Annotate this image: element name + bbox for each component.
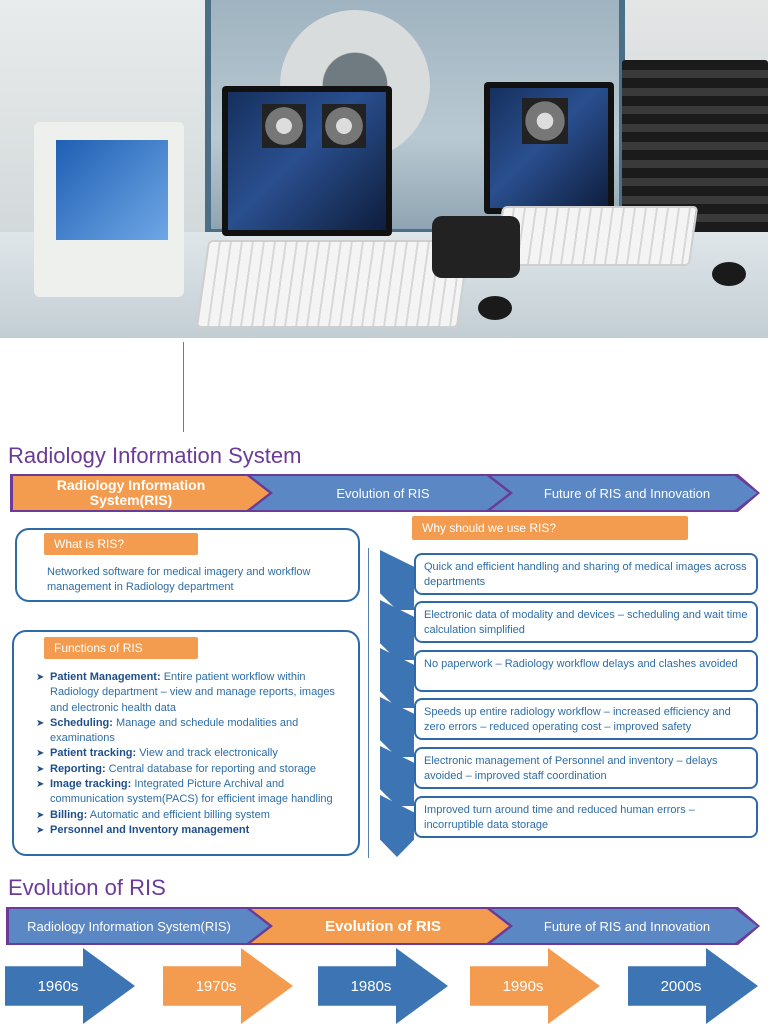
functions-label: Functions of RIS [44,637,198,659]
function-item: ➤Scheduling: Manage and schedule modalit… [36,716,299,745]
hero-mouse-right [712,262,746,286]
timeline-1970s: 1970s [163,948,293,1024]
nav-top-future[interactable]: Future of RIS and Innovation [491,476,757,510]
why-item: Speeds up entire radiology workflow – in… [414,698,758,740]
why-item: Improved turn around time and reduced hu… [414,796,758,838]
section-nav-top: Radiology Information System(RIS) Evolut… [0,474,768,512]
timeline-1990s: 1990s [470,948,600,1024]
hero-file-shelf [622,60,768,235]
nav-top-evolution[interactable]: Evolution of RIS [251,476,509,510]
timeline-1960s: 1960s [5,948,135,1024]
hero-small-monitor [34,122,184,297]
nav-bottom-ris[interactable]: Radiology Information System(RIS) [9,909,269,943]
evolution-title: Evolution of RIS [8,875,166,900]
why-item: Quick and efficient handling and sharing… [414,553,758,595]
hero-divider-line [183,342,184,432]
section-nav-bottom: Radiology Information System(RIS) Evolut… [0,907,768,945]
hero-phone [432,216,520,278]
hero-mouse-center [478,296,512,320]
timeline-2000s: 2000s [628,948,758,1024]
function-item: ➤Billing: Automatic and efficient billin… [36,808,270,821]
function-item: ➤Reporting: Central database for reporti… [36,762,316,775]
page-title: Radiology Information System [8,443,302,468]
hero-keyboard-right [493,206,699,266]
what-is-ris-text: Networked software for medical imagery a… [47,566,311,593]
why-arrow-marker [380,550,414,610]
functions-list: ➤Patient Management: Entire patient work… [36,670,340,838]
column-divider [368,548,369,858]
function-item: ➤Personnel and Inventory management [36,823,250,836]
function-item: ➤Image tracking: Integrated Picture Arch… [36,778,333,806]
why-label: Why should we use RIS? [412,516,688,540]
why-item: No paperwork – Radiology workflow delays… [414,650,758,692]
nav-bottom-future[interactable]: Future of RIS and Innovation [491,909,757,943]
function-item: ➤Patient tracking: View and track electr… [36,747,278,760]
timeline-1980s: 1980s [318,948,448,1024]
function-item: ➤Patient Management: Entire patient work… [36,671,335,714]
hero-keyboard-center [195,240,471,328]
hero-monitor-center [222,86,392,236]
what-is-ris-label: What is RIS? [44,533,198,555]
hero-monitor-right [484,82,614,214]
functions-box [12,630,360,856]
nav-bottom-evolution[interactable]: Evolution of RIS [251,909,509,943]
hero-photo [0,0,768,338]
why-item: Electronic management of Personnel and i… [414,747,758,789]
why-item: Electronic data of modality and devices … [414,601,758,643]
nav-top-ris[interactable]: Radiology Information System(RIS) [13,476,269,510]
